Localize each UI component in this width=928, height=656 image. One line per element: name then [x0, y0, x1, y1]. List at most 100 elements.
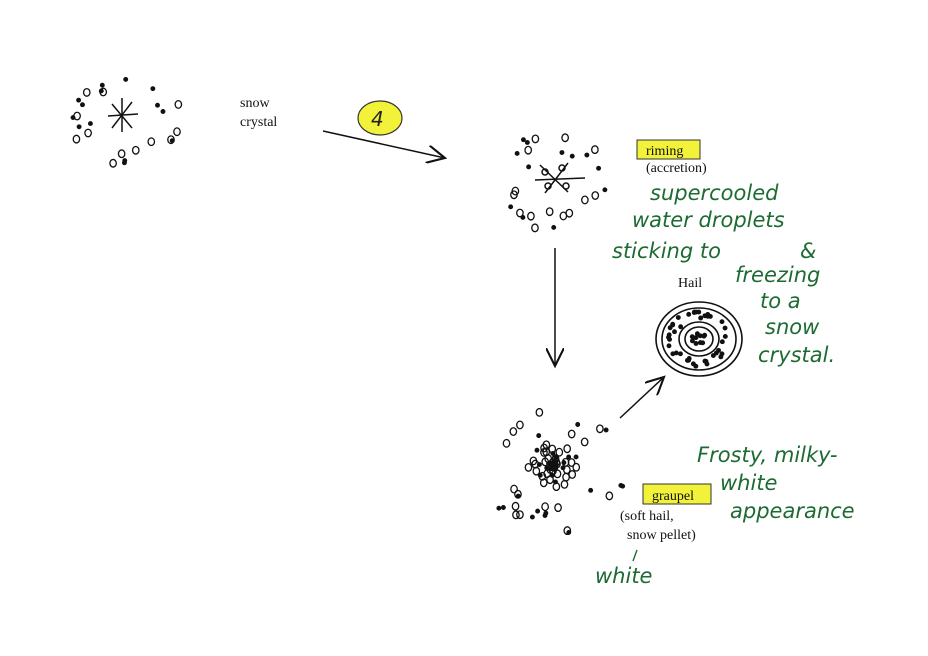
note-line: supercooled	[650, 181, 779, 205]
droplet	[98, 88, 104, 94]
droplet	[666, 343, 672, 349]
droplet	[535, 407, 544, 417]
droplet	[73, 111, 81, 121]
droplet	[551, 224, 557, 230]
droplet	[686, 357, 692, 363]
droplet	[531, 134, 540, 144]
graupel-desc-2: snow pellet)	[627, 528, 696, 543]
droplet	[516, 510, 524, 520]
droplet	[173, 127, 181, 137]
note-line: to a	[760, 289, 801, 313]
droplet	[147, 137, 156, 147]
droplet	[705, 311, 711, 317]
graupel-label: graupel	[652, 489, 694, 504]
droplet	[76, 97, 82, 103]
droplet	[686, 311, 692, 317]
droplet	[673, 350, 679, 356]
note-line: appearance	[730, 499, 855, 523]
droplet	[539, 478, 548, 488]
droplet	[516, 420, 524, 430]
note-line: crystal.	[758, 343, 835, 367]
droplet	[76, 124, 82, 130]
droplet	[719, 319, 725, 325]
note-line: water droplets	[632, 208, 785, 232]
droplet	[573, 454, 579, 460]
droplet	[689, 334, 695, 340]
pointer-tick	[632, 549, 638, 562]
droplet	[591, 145, 599, 155]
hail-label: Hail	[678, 276, 702, 291]
droplet	[566, 454, 572, 460]
graupel-highlight	[642, 483, 712, 505]
droplet	[527, 211, 535, 221]
droplet	[520, 214, 526, 220]
droplet	[538, 471, 547, 481]
droplet	[563, 444, 572, 454]
droplet	[588, 487, 594, 493]
droplet	[667, 336, 672, 342]
droplet	[515, 493, 521, 499]
droplet	[509, 427, 518, 436]
droplet	[511, 501, 520, 511]
droplet	[672, 329, 677, 335]
droplet	[572, 462, 581, 472]
graupel-note: Frosty, milky- white appearance	[697, 443, 855, 523]
droplet	[551, 454, 560, 464]
droplet	[693, 341, 699, 346]
droplet	[123, 76, 129, 82]
droplet	[691, 309, 697, 315]
droplet	[675, 315, 681, 320]
droplet	[559, 211, 568, 221]
droplet	[562, 465, 571, 475]
droplet	[117, 149, 126, 159]
droplet	[701, 333, 707, 339]
snow-crystal	[107, 98, 139, 132]
droplet	[710, 353, 716, 358]
droplet	[160, 109, 166, 114]
droplet	[99, 82, 105, 88]
note-line: sticking to	[612, 239, 721, 263]
droplet	[618, 482, 624, 488]
droplet	[553, 469, 562, 479]
droplet	[566, 529, 572, 535]
droplet	[555, 447, 564, 457]
droplet	[169, 138, 175, 144]
droplet	[510, 190, 518, 200]
hail-stone	[655, 301, 743, 377]
droplet	[80, 102, 85, 108]
droplet	[560, 479, 569, 489]
droplet	[541, 502, 549, 512]
droplets-cloud-1	[70, 76, 183, 168]
droplet	[569, 153, 575, 159]
droplet	[575, 422, 581, 427]
droplet	[567, 458, 576, 467]
droplet	[84, 128, 92, 138]
droplet	[596, 424, 604, 434]
droplet	[82, 87, 91, 97]
droplet	[508, 204, 514, 210]
droplet	[531, 459, 540, 469]
riming-note: supercooled water droplets sticking to &…	[612, 181, 835, 367]
droplet	[540, 447, 548, 457]
droplet	[131, 145, 140, 155]
droplet	[543, 510, 549, 516]
droplet	[536, 433, 542, 439]
droplets-cloud-2	[508, 133, 608, 233]
arrow-right	[322, 130, 445, 158]
droplet	[719, 351, 725, 357]
droplet	[554, 503, 562, 513]
droplet	[690, 361, 696, 367]
droplet	[703, 358, 709, 364]
accretion-label: (accretion)	[646, 161, 707, 176]
droplet	[155, 102, 160, 108]
droplet	[510, 484, 518, 494]
droplet	[670, 322, 676, 328]
droplet	[562, 472, 570, 482]
droplet	[689, 338, 695, 344]
droplet	[698, 315, 704, 321]
droplet	[524, 140, 530, 145]
droplet	[678, 351, 683, 357]
droplet	[500, 505, 506, 510]
graupel-particle	[524, 440, 581, 492]
